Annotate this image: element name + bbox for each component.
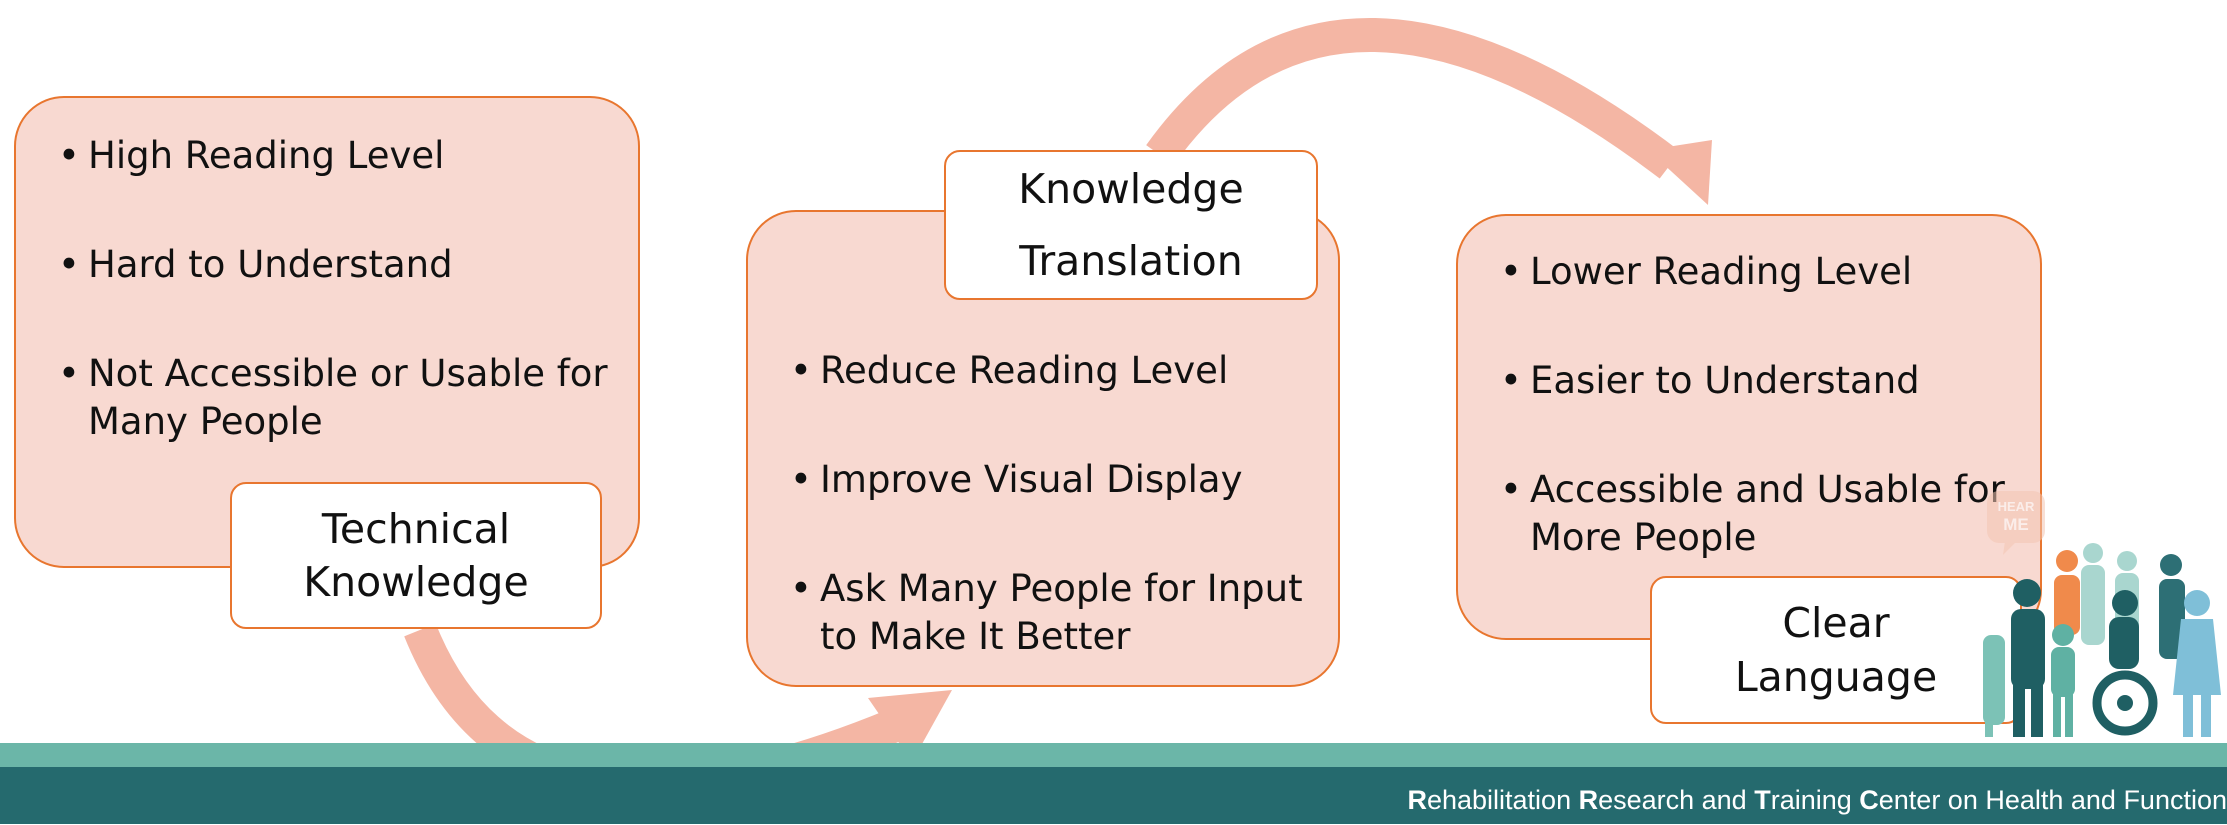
bullet-item: Not Accessible or Usable for Many People — [54, 350, 614, 446]
footer-accent-band — [0, 743, 2227, 767]
label-line: Technical — [321, 504, 511, 553]
bullet-item: Reduce Reading Level — [786, 347, 1326, 395]
person-figure — [2011, 579, 2045, 737]
arrow-head-clear — [1648, 140, 1712, 205]
footer-initial: T — [1754, 785, 1771, 815]
hear-me-logo: HEAR ME — [1987, 491, 2045, 555]
svg-text:ME: ME — [2003, 515, 2029, 534]
clear-language-bullets: Lower Reading Level Easier to Understand… — [1496, 248, 2036, 562]
footer-word: raining — [1770, 785, 1860, 815]
label-line: Clear — [1782, 599, 1890, 647]
person-figure — [2173, 590, 2221, 737]
footer-word: enter on Health and Function — [1878, 785, 2227, 815]
technical-knowledge-label: Technical Knowledge — [230, 482, 602, 629]
person-figure — [2159, 554, 2185, 659]
bullet-item: Lower Reading Level — [1496, 248, 2036, 296]
footer-organization-name: Rehabilitation Research and Training Cen… — [1407, 785, 2227, 825]
clear-language-box: Lower Reading Level Easier to Understand… — [1456, 214, 2042, 640]
footer-band — [0, 767, 2227, 824]
bullet-item: Improve Visual Display — [786, 456, 1326, 504]
people-group-illustration: HEAR ME — [1983, 491, 2221, 737]
footer-word: ehabilitation — [1426, 785, 1579, 815]
footer-initial: C — [1859, 785, 1879, 815]
person-figure — [2051, 624, 2075, 737]
footer-initial: R — [1578, 785, 1599, 815]
bullet-item: Ask Many People for Input to Make It Bet… — [786, 565, 1326, 661]
bullet-item: Easier to Understand — [1496, 357, 2036, 405]
svg-text:HEAR: HEAR — [1998, 499, 2035, 514]
bullet-item: Hard to Understand — [54, 241, 614, 289]
arrow-translation-to-clear — [1146, 18, 1681, 179]
knowledge-translation-bullets: Reduce Reading Level Improve Visual Disp… — [786, 347, 1326, 661]
clear-language-label: Clear Language — [1650, 576, 2022, 724]
bullet-item: High Reading Level — [54, 132, 614, 180]
label-line: Language — [1734, 653, 1938, 701]
label-line: Knowledge — [303, 557, 529, 606]
technical-knowledge-bullets: High Reading Level Hard to Understand No… — [54, 132, 614, 446]
bullet-item: Accessible and Usable for More People — [1496, 466, 2036, 562]
knowledge-translation-label: Knowledge Translation — [944, 150, 1318, 300]
label-line: Knowledge — [1018, 165, 1244, 213]
wheelchair-user-figure — [2092, 590, 2158, 736]
arrow-head-translation — [868, 690, 952, 762]
label-line: Translation — [1019, 237, 1243, 285]
footer-initial: R — [1407, 785, 1427, 815]
person-figure — [2054, 550, 2080, 635]
footer-word: esearch and — [1598, 785, 1755, 815]
person-figure — [1983, 635, 2005, 737]
